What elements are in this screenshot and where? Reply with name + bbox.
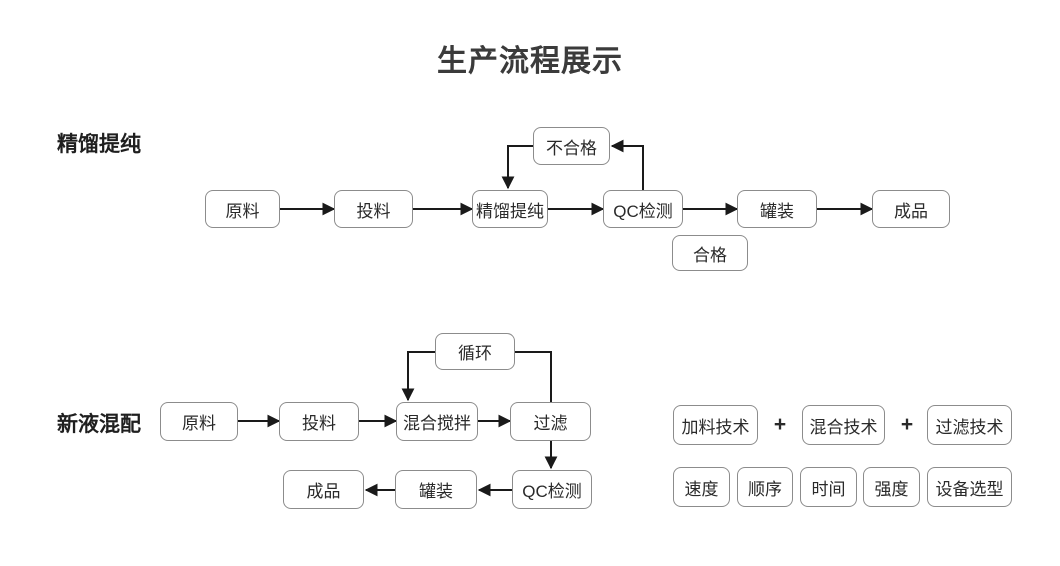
node-unqualified: 不合格 [533, 127, 610, 165]
node-filtering: 过滤 [510, 402, 591, 441]
node-feeding: 投料 [279, 402, 359, 441]
node-equipment-selection: 设备选型 [927, 467, 1012, 507]
node-mixing-tech: 混合技术 [802, 405, 885, 445]
section-label-new-liquid-mixing: 新液混配 [57, 413, 141, 436]
flow-connector [501, 145, 533, 190]
node-order: 顺序 [737, 467, 793, 507]
flow-connector [515, 351, 552, 402]
node-qualified: 合格 [672, 235, 748, 271]
node-time: 时间 [800, 467, 857, 507]
node-qc-check: QC检测 [512, 470, 592, 509]
node-canning: 罐装 [737, 190, 817, 228]
node-intensity: 强度 [863, 467, 920, 507]
node-mixing-stirring: 混合搅拌 [396, 402, 478, 441]
section-label-distillation-purification: 精馏提纯 [57, 133, 141, 156]
node-cycle: 循环 [435, 333, 515, 370]
node-filtering-tech: 过滤技术 [927, 405, 1012, 445]
node-speed: 速度 [673, 467, 730, 507]
plus-sign: + [773, 413, 787, 436]
flow-connector [610, 139, 644, 190]
node-distillation-purification: 精馏提纯 [472, 190, 548, 228]
node-feeding: 投料 [334, 190, 413, 228]
node-feeding-tech: 加料技术 [673, 405, 758, 445]
node-finished-product: 成品 [872, 190, 950, 228]
node-qc-check: QC检测 [603, 190, 683, 228]
page-title: 生产流程展示 [437, 45, 623, 78]
node-canning: 罐装 [395, 470, 477, 509]
node-finished-product: 成品 [283, 470, 364, 509]
node-raw-material: 原料 [160, 402, 238, 441]
node-raw-material: 原料 [205, 190, 280, 228]
flow-connector [401, 351, 435, 402]
plus-sign: + [900, 413, 914, 436]
